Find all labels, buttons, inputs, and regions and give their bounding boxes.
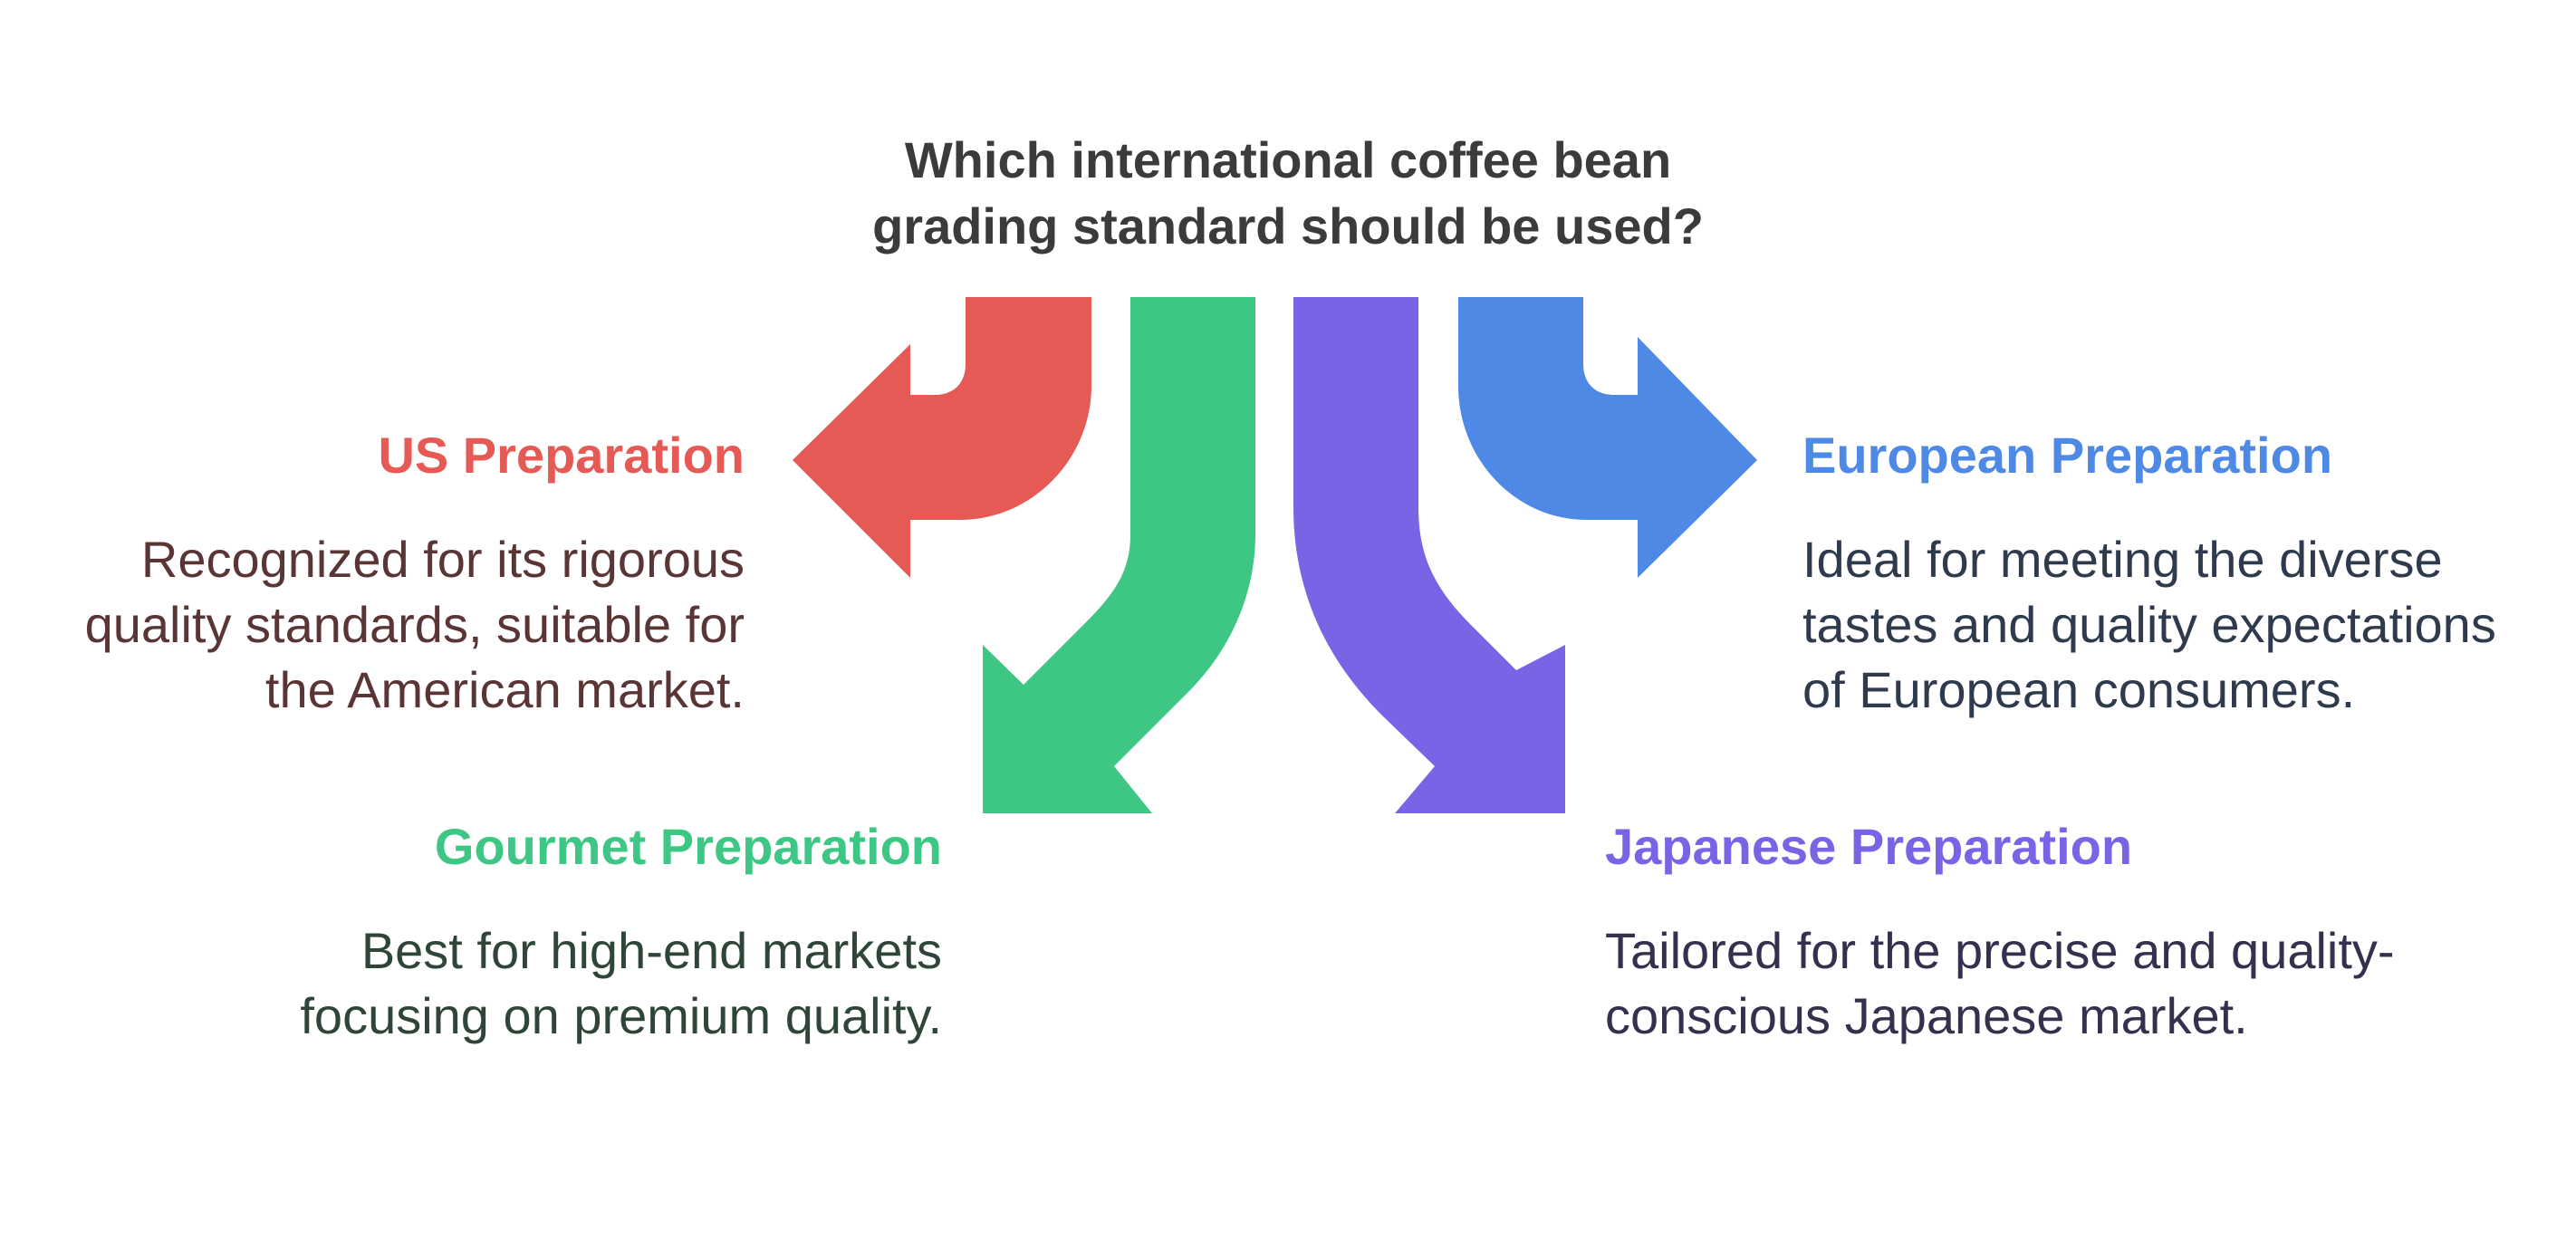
japanese-preparation-heading: Japanese Preparation <box>1605 818 2133 875</box>
european-preparation-description: Ideal for meeting the diverse tastes and… <box>1802 531 2496 718</box>
us-arrow <box>793 297 1091 578</box>
us-preparation-description: Recognized for its rigorous quality stan… <box>84 531 745 718</box>
japanese-arrow <box>1293 297 1565 813</box>
gourmet-arrow <box>983 297 1255 813</box>
european-preparation-heading: European Preparation <box>1802 427 2333 484</box>
gourmet-preparation-heading: Gourmet Preparation <box>434 818 942 875</box>
gourmet-preparation-block: Gourmet Preparation Best for high-end ma… <box>199 815 942 1049</box>
us-preparation-block: US Preparation Recognized for its rigoro… <box>72 424 745 723</box>
japanese-preparation-block: Japanese Preparation Tailored for the pr… <box>1605 815 2420 1049</box>
diagram-title: Which international coffee bean grading … <box>872 131 1704 255</box>
japanese-preparation-description: Tailored for the precise and quality-con… <box>1605 922 2395 1044</box>
gourmet-preparation-description: Best for high-end markets focusing on pr… <box>300 922 942 1044</box>
european-preparation-block: European Preparation Ideal for meeting t… <box>1802 424 2527 723</box>
us-preparation-heading: US Preparation <box>378 427 745 484</box>
european-arrow <box>1458 297 1757 578</box>
